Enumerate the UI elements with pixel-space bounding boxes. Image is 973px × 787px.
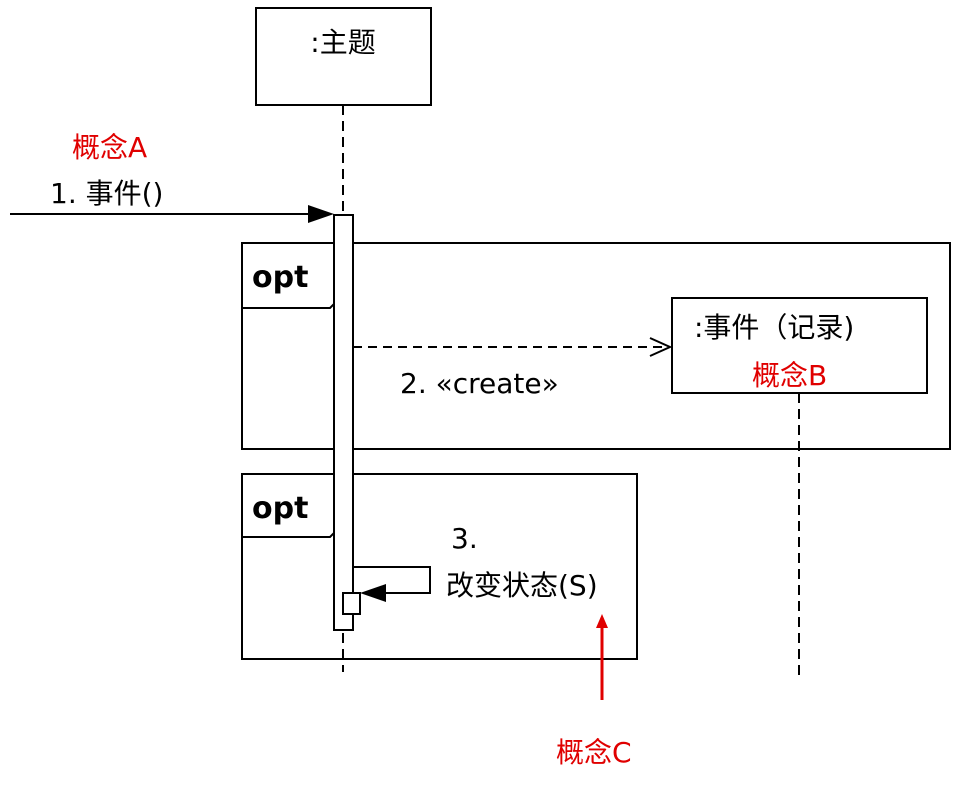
activation-bar-self-call	[342, 592, 361, 615]
opt-fragment-2: opt	[241, 473, 638, 660]
opt-fragment-1-label: opt	[252, 260, 308, 295]
message-3-label: 改变状态(S)	[446, 569, 598, 602]
message-3-line	[353, 566, 431, 594]
lifeline-event-record-label: :事件（记录)	[694, 311, 854, 344]
filled-triangle-arrow-icon	[308, 205, 334, 223]
opt-fragment-2-label: opt	[252, 491, 308, 526]
red-up-arrow-icon	[596, 614, 608, 700]
concept-b-annotation: 概念B	[752, 359, 827, 392]
concept-a-annotation: 概念A	[72, 131, 147, 164]
opt-fragment-1-frame	[241, 242, 951, 450]
message-1-label: 1. 事件()	[50, 177, 163, 210]
lifeline-subject: :主题	[255, 7, 432, 672]
open-arrow-icon	[649, 337, 673, 357]
message-2: 2. «create»	[353, 337, 673, 400]
lifeline-event-record: :事件（记录)	[671, 297, 928, 678]
lifeline-event-record-head	[671, 297, 928, 394]
message-2-label: 2. «create»	[400, 367, 559, 400]
lifeline-subject-label: :主题	[310, 26, 375, 59]
opt-fragment-2-frame	[241, 473, 638, 660]
concept-c-annotation: 概念C	[556, 736, 632, 769]
filled-triangle-arrow-icon	[360, 584, 386, 602]
message-1: 1. 事件()	[10, 177, 334, 223]
message-3-number: 3.	[451, 522, 478, 555]
message-3: 3. 改变状态(S)	[342, 522, 598, 615]
lifeline-subject-head	[255, 7, 432, 106]
activation-bar-subject	[333, 214, 354, 631]
